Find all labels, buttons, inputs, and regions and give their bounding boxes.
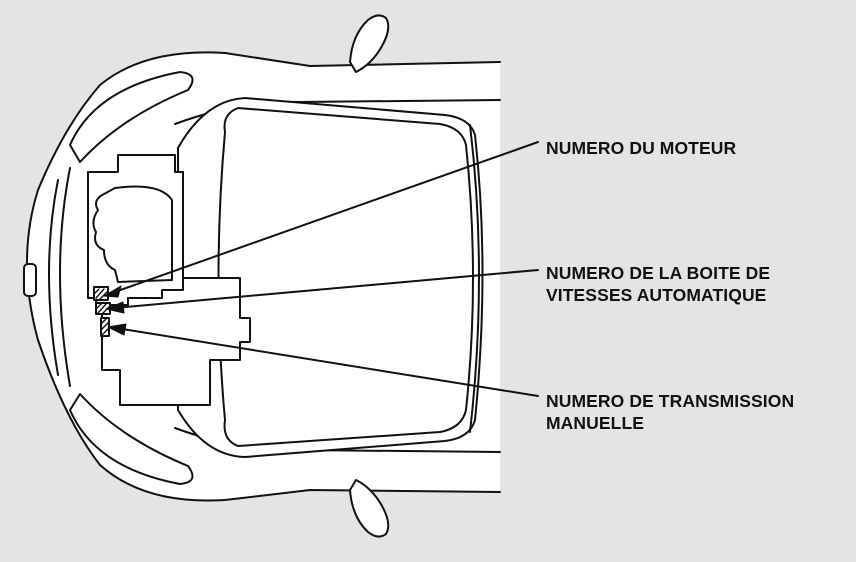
callout-engine-number: NUMERO DU MOTEUR [546, 137, 736, 159]
callout-manual-line-1: NUMERO DE TRANSMISSION [546, 390, 794, 412]
callout-manual-line-2: MANUELLE [546, 412, 794, 434]
engine-number-plate [94, 287, 108, 300]
callout-automatic-line-2: VITESSES AUTOMATIQUE [546, 284, 770, 306]
callout-engine-line-1: NUMERO DU MOTEUR [546, 137, 736, 159]
callout-automatic-transmission-number: NUMERO DE LA BOITE DE VITESSES AUTOMATIQ… [546, 262, 770, 306]
windshield-frame [219, 108, 474, 446]
callout-automatic-line-1: NUMERO DE LA BOITE DE [546, 262, 770, 284]
callout-manual-transmission-number: NUMERO DE TRANSMISSION MANUELLE [546, 390, 794, 434]
front-emblem [24, 264, 36, 296]
